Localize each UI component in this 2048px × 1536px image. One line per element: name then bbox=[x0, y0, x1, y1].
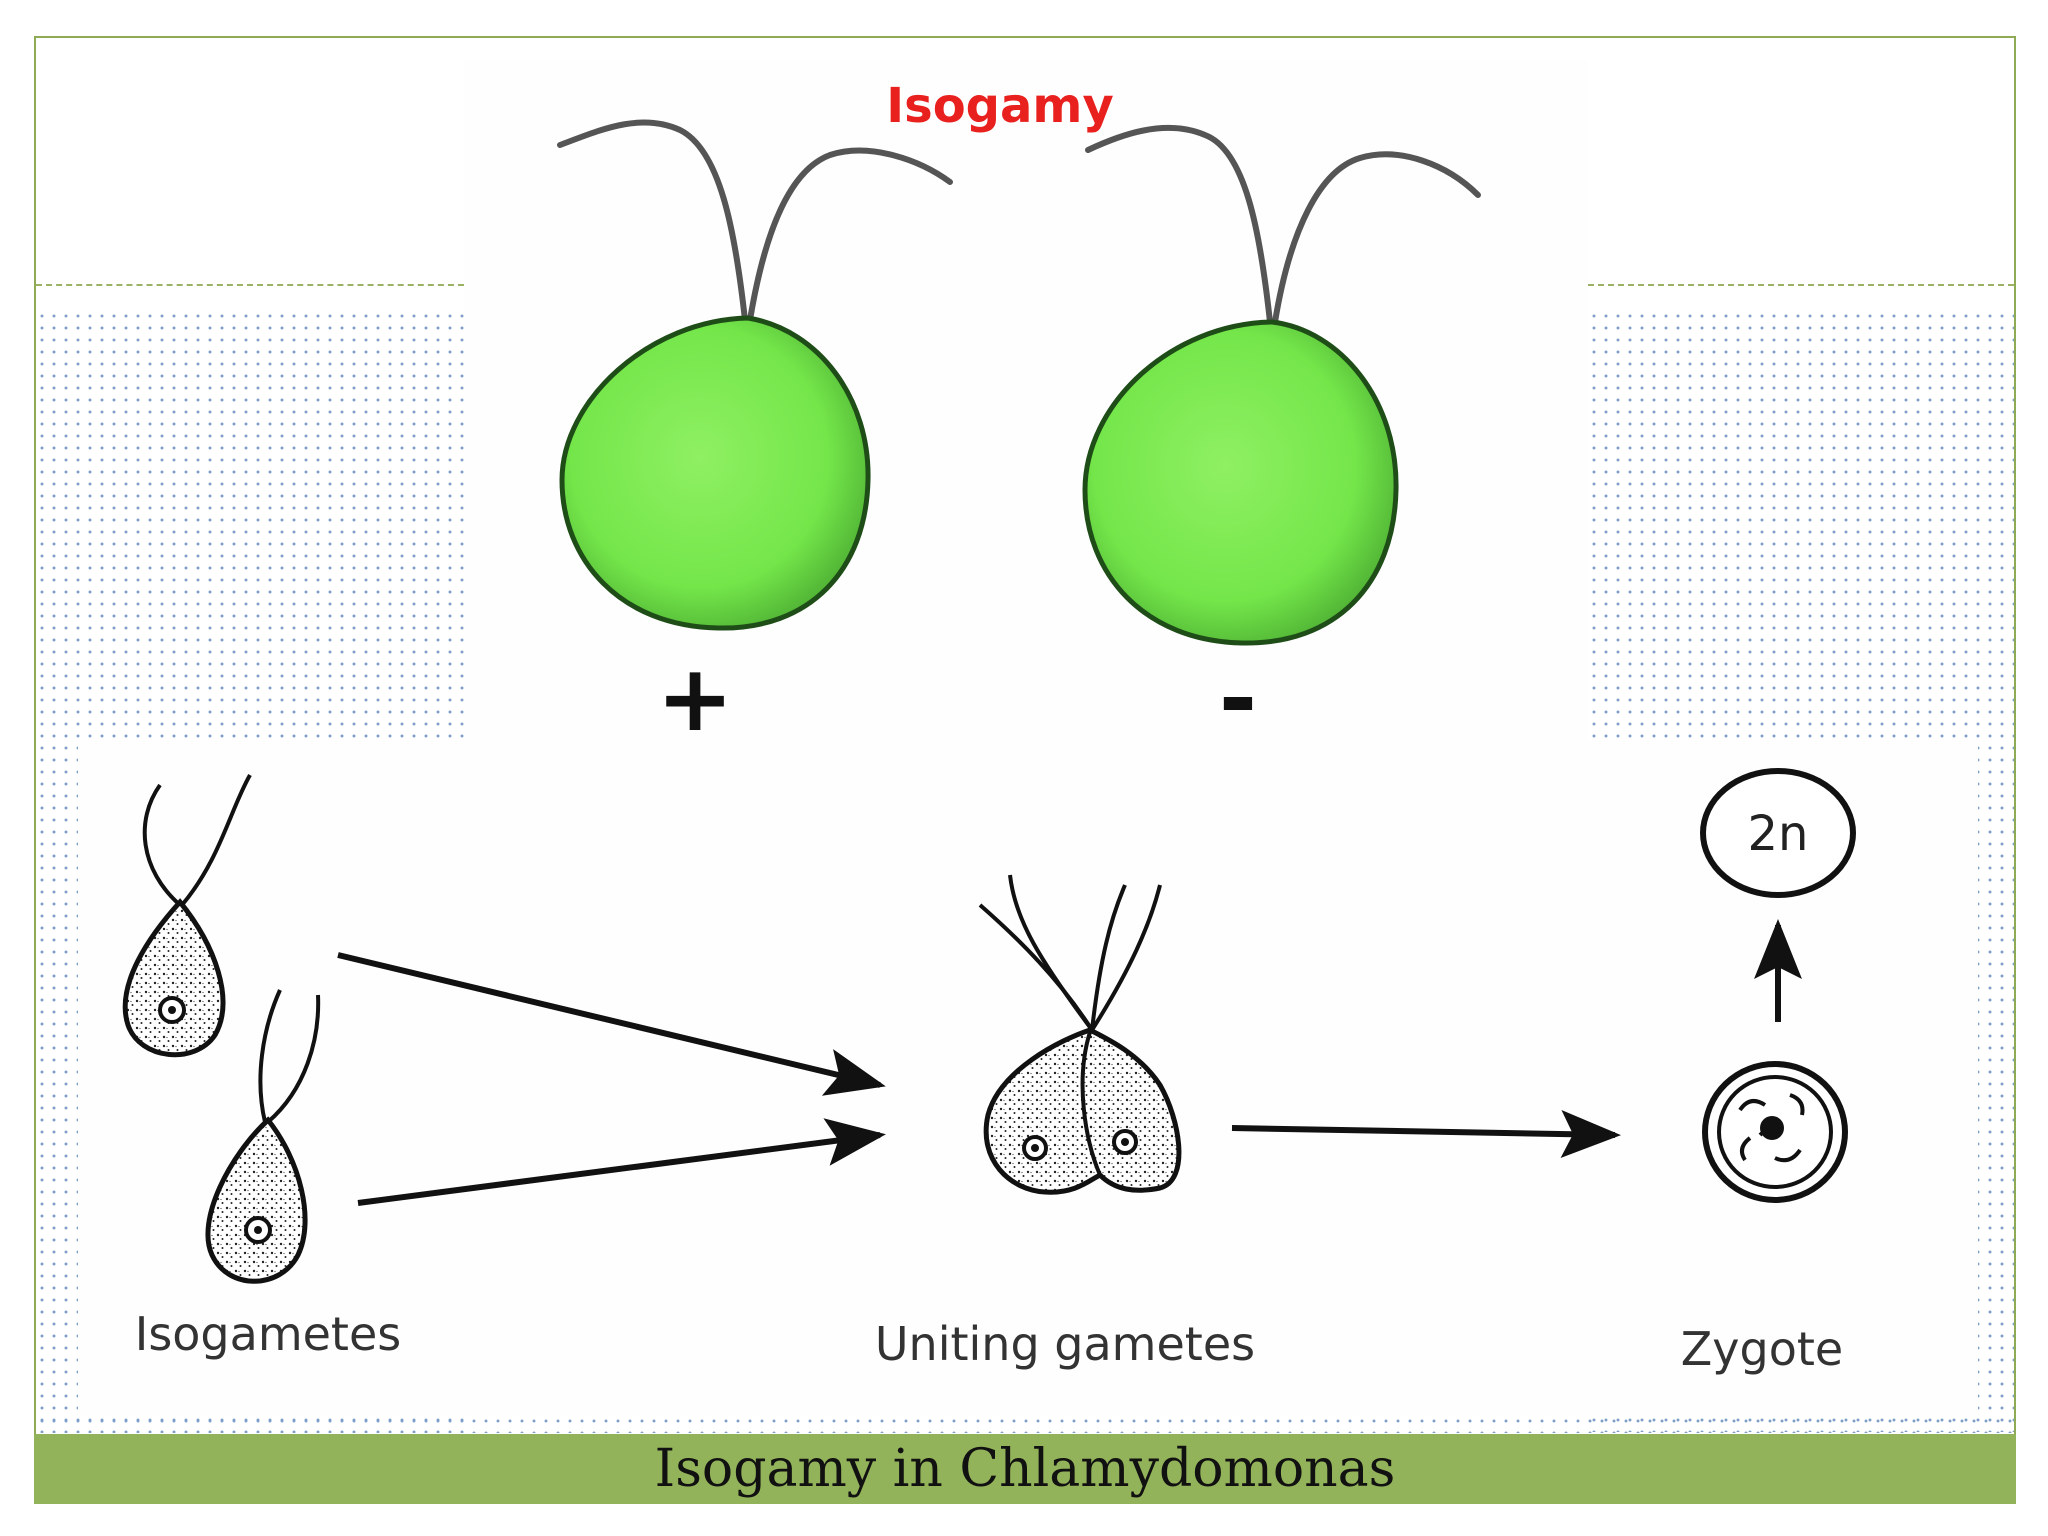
dot-pattern-bottom bbox=[36, 1415, 2016, 1433]
flagellum-right bbox=[747, 147, 953, 323]
cell-body bbox=[122, 898, 226, 1058]
arrow-isogamete-upper bbox=[337, 952, 886, 1096]
flagellum bbox=[258, 989, 282, 1123]
flagellum-left bbox=[1085, 125, 1273, 325]
minus-cell-body bbox=[1082, 319, 1399, 646]
arrow-to-zygote bbox=[1231, 1110, 1621, 1159]
flagellum-right bbox=[1272, 151, 1481, 325]
isogamy-title: Isogamy bbox=[886, 78, 1113, 134]
cell-body bbox=[205, 1116, 308, 1284]
plus-cell-body bbox=[559, 315, 871, 631]
flagellum bbox=[180, 774, 252, 907]
flagellum-left bbox=[557, 119, 748, 323]
minus-gamete bbox=[1082, 125, 1481, 646]
plus-gamete bbox=[557, 119, 953, 631]
minus-sign: - bbox=[1219, 645, 1257, 752]
slide-caption: Isogamy in Chlamydomonas bbox=[654, 1439, 1396, 1499]
flagellum bbox=[142, 783, 182, 907]
label-zygote: Zygote bbox=[1681, 1322, 1843, 1376]
label-uniting-gametes: Uniting gametes bbox=[875, 1317, 1255, 1371]
zygote bbox=[1702, 1061, 1848, 1203]
divider-left bbox=[36, 284, 464, 286]
ploidy-circle bbox=[1700, 768, 1856, 898]
plus-sign: + bbox=[656, 645, 733, 752]
ploidy-label: 2n bbox=[1748, 806, 1809, 862]
flagellum bbox=[266, 994, 321, 1124]
isogamete-lower bbox=[205, 989, 321, 1284]
caption-bar: Isogamy in Chlamydomonas bbox=[34, 1434, 2016, 1504]
uniting-gametes bbox=[978, 874, 1182, 1195]
zygote-nucleus bbox=[1760, 1116, 1784, 1140]
isogamete-upper bbox=[122, 774, 252, 1058]
arrow-isogamete-lower bbox=[357, 1118, 886, 1206]
divider-right bbox=[1588, 284, 2014, 286]
label-isogametes: Isogametes bbox=[135, 1307, 401, 1361]
